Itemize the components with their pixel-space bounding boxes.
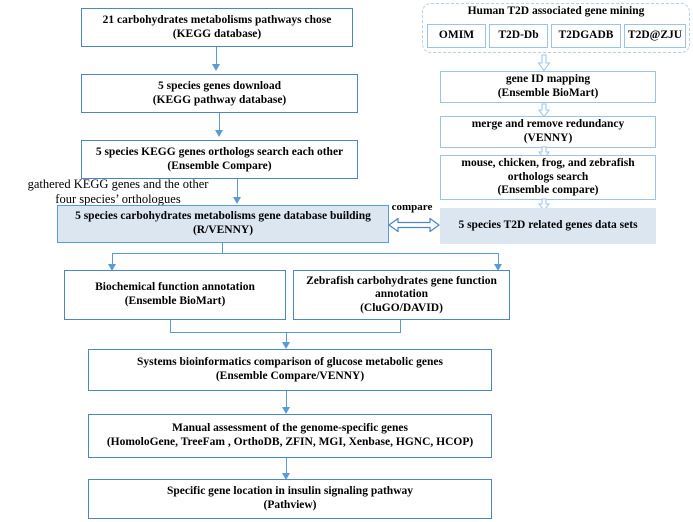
connector-n8-n9 [286,458,288,475]
arrowhead-n1-n2 [212,64,221,71]
node-line-1: gene ID mapping [505,73,591,86]
node-orthologs-search: mouse, chicken, frog, and zebrafish orth… [440,155,656,200]
node-line-2: orthologs search [507,170,589,183]
node-line-2: (KEGG pathway database) [152,93,287,106]
node-line-1: Systems bioinformatics comparison of glu… [137,356,443,369]
arrow-gene-id-to-merge [537,103,551,118]
connector-n3-n4 [237,179,239,199]
node-line-2: (Ensemble BioMart) [124,295,226,307]
connector-n4-split-stem [222,243,224,254]
node-line-1: Manual assessment of the genome-specific… [171,422,409,435]
arrowhead-n7-n8 [282,407,291,414]
connector-merge-bar [170,332,401,334]
node-pathways-chose: 21 carbohydrates metabolisms pathways ch… [81,8,353,47]
connector-n4-split-bar [112,253,499,255]
node-biochemical-function-annotation: Biochemical function annotation (Ensembl… [64,270,286,320]
node-line-1: 5 species KEGG genes orthologs search ea… [95,145,344,158]
compare-label: compare [391,201,433,213]
db-box-t2dzju[interactable]: T2D@ZJU [624,24,686,48]
db-box-t2ddb[interactable]: T2D-Db [489,24,548,48]
node-line-1: 21 carbohydrates metabolisms pathways ch… [102,13,332,26]
node-line-2: (Pathview) [263,499,317,511]
node-line-2: (Ensemble Compare) [167,159,272,172]
connector-n7-n8 [286,391,288,409]
node-zebrafish-gene-function-annotation: Zebrafish carbohydrates gene function an… [293,270,510,320]
node-line-1: Zebrafish carbohydrates gene function an… [306,274,497,301]
arrowhead-n3-n4 [233,197,242,204]
node-line-3: (Ensemble compare) [497,184,599,197]
panel-title-t2d-mining: Human T2D associated gene mining [467,5,645,17]
node-line-1: 5 species carbohydrates metabolisms gene… [75,210,371,223]
node-line-2: (VENNY) [523,132,573,144]
arrowhead-n4-n6 [494,264,503,271]
node-line-2: (HomoloGene, TreeFam , OrthoDB, ZFIN, MG… [106,436,474,448]
node-line-2: (KEGG database) [172,27,262,40]
arrowhead-n8-n9 [282,473,291,480]
connector-n6-merge [400,320,402,333]
arrowhead-n4-n5 [108,264,117,271]
arrow-panel-to-gene-id-mapping [537,54,551,72]
connector-n1-n2 [216,47,218,66]
db-box-t2dgadb[interactable]: T2DGADB [551,24,621,48]
node-line-2: (CluGO/DAVID) [360,301,443,314]
node-line-2: (Ensemble Compare/VENNY) [215,370,365,382]
node-line-2: (Ensemble BioMart) [497,87,599,99]
node-line-1: mouse, chicken, frog, and zebrafish [461,157,635,170]
node-line-2: (R/VENNY) [192,224,254,236]
node-manual-assessment: Manual assessment of the genome-specific… [88,414,492,458]
node-merge-remove-redundancy: merge and remove redundancy (VENNY) [440,116,656,148]
node-genes-download: 5 species genes download (KEGG pathway d… [81,74,358,113]
connector-n5-merge [170,320,172,333]
node-orthologs-search-each-other: 5 species KEGG genes orthologs search ea… [81,140,358,179]
arrowhead-merge-n7 [282,342,291,349]
node-line-1: 5 species genes download [158,79,281,92]
annotation-gathered-kegg-genes: gathered KEGG genes and the other four s… [27,177,209,206]
node-line-1: Specific gene location in insulin signal… [166,485,413,498]
arrow-orthologs-to-datasets [537,198,551,212]
connector-split-left [112,253,114,266]
node-gene-database-building: 5 species carbohydrates metabolisms gene… [57,205,389,243]
node-gene-id-mapping: gene ID mapping (Ensemble BioMart) [440,71,656,103]
connector-n2-n3 [219,113,221,132]
node-systems-bioinformatics-comparison: Systems bioinformatics comparison of glu… [88,349,492,391]
node-line-1: Biochemical function annotation [95,281,255,294]
db-box-omim[interactable]: OMIM [427,24,486,48]
connector-merge-stem [286,332,288,344]
connector-split-right [498,253,500,266]
node-line-1: merge and remove redundancy [471,118,625,131]
compare-double-arrow [388,217,440,233]
node-t2d-related-gene-datasets: 5 species T2D related genes data sets [440,208,656,244]
node-specific-gene-location: Specific gene location in insulin signal… [88,479,492,519]
arrowhead-n2-n3 [215,130,224,137]
